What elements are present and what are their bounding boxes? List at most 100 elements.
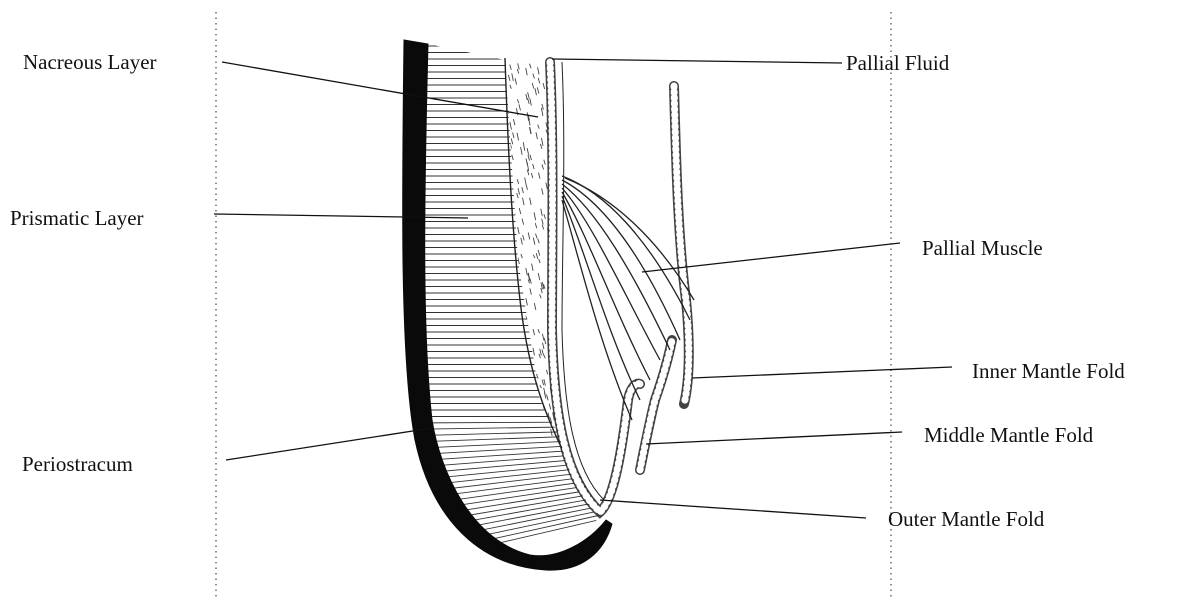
nacre-dash bbox=[530, 439, 532, 444]
nacre-dash bbox=[522, 187, 524, 193]
nacre-dash bbox=[533, 348, 535, 356]
nacre-dash bbox=[535, 223, 537, 228]
nacre-dash bbox=[523, 142, 525, 150]
nacre-dash bbox=[542, 225, 544, 230]
nacre-dash bbox=[539, 354, 541, 358]
nacre-dash bbox=[526, 185, 528, 190]
nacre-dash bbox=[507, 473, 509, 479]
nacre-dash bbox=[537, 495, 539, 498]
leader-nacreous bbox=[222, 62, 538, 117]
nacre-dash bbox=[512, 73, 513, 81]
nacre-dash bbox=[506, 243, 508, 249]
nacre-dash bbox=[525, 178, 527, 185]
nacre-dash bbox=[510, 122, 512, 130]
nacre-dash bbox=[540, 294, 542, 298]
nacre-dash bbox=[533, 238, 535, 245]
nacre-dash bbox=[521, 238, 523, 245]
nacre-dash bbox=[529, 458, 531, 466]
label-pallial-fluid: Pallial Fluid bbox=[846, 53, 949, 74]
nacre-dash bbox=[537, 494, 539, 499]
nacre-dash bbox=[526, 94, 528, 100]
nacre-dash bbox=[512, 323, 514, 330]
nacre-dash bbox=[547, 394, 549, 400]
nacre-dash bbox=[518, 188, 520, 194]
label-outer-mantle-fold: Outer Mantle Fold bbox=[888, 509, 1044, 530]
nacre-dash bbox=[513, 119, 515, 125]
nacre-dash bbox=[533, 255, 535, 258]
nacre-dash bbox=[517, 133, 519, 140]
nacre-dash bbox=[542, 350, 544, 356]
nacre-dash bbox=[544, 355, 546, 358]
nacre-dash bbox=[531, 490, 533, 496]
nacre-dash bbox=[522, 362, 524, 370]
label-nacreous-layer: Nacreous Layer bbox=[23, 52, 157, 73]
nacre-dash bbox=[542, 343, 544, 349]
nacre-dash bbox=[523, 198, 525, 206]
nacre-dash bbox=[515, 78, 517, 84]
nacre-dash bbox=[517, 298, 519, 304]
nacre-dash bbox=[514, 304, 516, 309]
nacre-dash bbox=[530, 198, 532, 205]
nacre-dash bbox=[533, 443, 535, 451]
nacre-dash bbox=[511, 138, 513, 144]
nacre-dash bbox=[508, 75, 510, 81]
nacre-dash bbox=[540, 144, 542, 149]
nacre-dash bbox=[538, 238, 540, 243]
nacre-dash bbox=[523, 484, 525, 489]
nacre-dash bbox=[538, 125, 540, 129]
nacre-dash bbox=[539, 259, 541, 263]
nacre-dash bbox=[541, 503, 543, 510]
nacre-dash bbox=[537, 374, 539, 379]
nacre-dash bbox=[514, 358, 516, 365]
nacre-dash bbox=[532, 83, 534, 88]
nacre-dash bbox=[537, 87, 539, 93]
nacre-dash bbox=[532, 264, 534, 271]
nacre-dash bbox=[517, 193, 519, 198]
nacre-dash bbox=[534, 419, 536, 424]
nacre-dash bbox=[549, 404, 551, 410]
leader-middle-fold bbox=[646, 432, 902, 444]
nacre-dash bbox=[548, 503, 550, 508]
nacre-dash bbox=[541, 138, 543, 146]
leader-pallial-fluid bbox=[552, 59, 842, 63]
nacre-dash bbox=[539, 437, 541, 445]
nacre-dash bbox=[517, 324, 519, 330]
label-middle-mantle-fold: Middle Mantle Fold bbox=[924, 425, 1093, 446]
nacre-dash bbox=[538, 67, 540, 74]
nacre-dash bbox=[553, 478, 555, 486]
nacre-dash bbox=[546, 183, 548, 189]
nacre-dash bbox=[517, 99, 519, 103]
nacre-dash bbox=[521, 254, 523, 258]
nacre-dash bbox=[542, 164, 544, 169]
nacre-dash bbox=[542, 104, 544, 110]
nacre-dash bbox=[544, 214, 546, 219]
nacre-dash bbox=[533, 329, 535, 335]
nacre-dash bbox=[513, 132, 515, 138]
nacre-dash bbox=[519, 104, 521, 110]
nacre-dash bbox=[535, 234, 537, 239]
nacre-dash bbox=[529, 474, 531, 479]
nacre-dash bbox=[511, 444, 513, 450]
nacre-dash bbox=[528, 232, 530, 239]
nacre-dash bbox=[510, 243, 512, 249]
nacre-dash bbox=[538, 250, 540, 256]
nacre-dash bbox=[523, 235, 525, 241]
label-periostracum: Periostracum bbox=[22, 454, 133, 475]
nacre-dash bbox=[541, 209, 543, 216]
nacre-dash bbox=[528, 98, 530, 103]
nacre-dash bbox=[534, 303, 536, 310]
nacre-dash bbox=[543, 83, 545, 89]
nacre-dash bbox=[551, 452, 553, 460]
nacre-dash bbox=[530, 98, 532, 105]
nacre-dash bbox=[521, 147, 523, 155]
nacre-dash bbox=[542, 427, 544, 434]
nacre-dash bbox=[540, 349, 542, 356]
nacre-dash bbox=[536, 132, 538, 139]
nacre-dash bbox=[521, 344, 523, 350]
nacre-dash bbox=[553, 453, 555, 459]
label-pallial-muscle: Pallial Muscle bbox=[922, 238, 1043, 259]
nacre-dash bbox=[511, 399, 512, 403]
nacre-dash bbox=[544, 160, 546, 165]
nacre-dash bbox=[526, 68, 528, 75]
nacre-dash bbox=[514, 210, 516, 215]
